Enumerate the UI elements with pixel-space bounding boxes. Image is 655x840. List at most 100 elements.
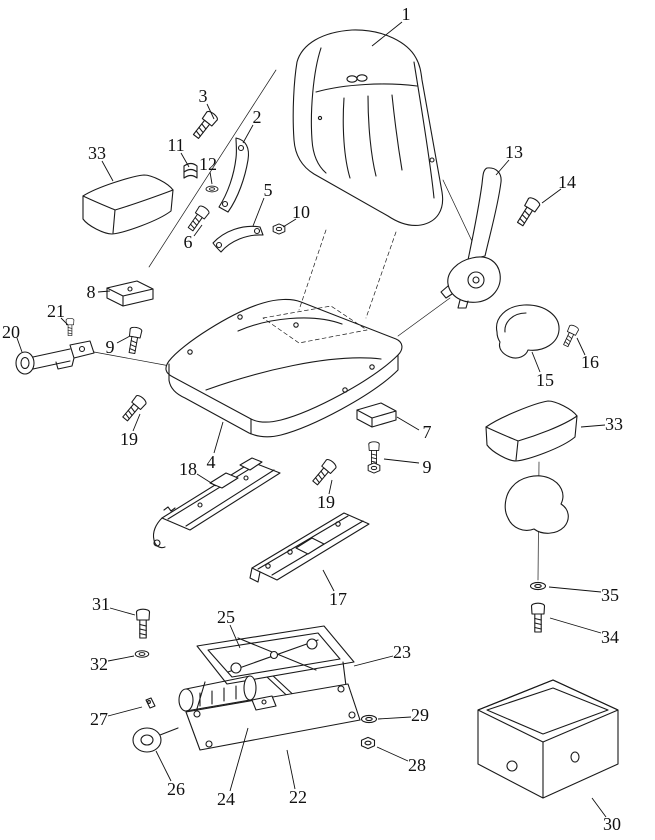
part-rail-18 [152,457,281,549]
callout-9: 9 [106,337,115,357]
callout-31: 31 [92,594,110,614]
nut-9-right [367,462,381,474]
leader-line-31 [109,607,136,616]
part-storage-box [477,679,619,799]
leader-line-20 [16,337,23,353]
callout-23: 23 [393,642,411,662]
leader-line-32 [107,655,135,662]
part-armrest-right [485,400,578,462]
leader-line-14 [541,188,562,204]
leader-line-3 [206,103,215,120]
part-lever-20 [15,340,95,375]
callout-13: 13 [505,142,523,162]
part-bracket-7 [356,402,397,428]
part-lever-knob [496,304,560,359]
part-spring [183,162,198,179]
callout-12: 12 [199,154,217,174]
leader-line-19 [328,479,333,495]
leader-line-33 [101,160,114,182]
leader-line-8 [97,290,111,293]
leader-line-12 [209,171,213,185]
bolt-34 [530,602,546,633]
bolt-19-left [119,393,148,424]
part-strap-lower [212,225,264,253]
leader-line-23 [353,655,394,667]
nut-10 [272,223,286,235]
leader-line-1 [371,21,403,47]
leader-line-19 [132,413,141,432]
leader-line-28 [376,746,409,762]
part-strap-upper [218,137,250,213]
callout-15: 15 [536,370,554,390]
washer-35 [529,581,547,591]
part-knob-26 [132,727,179,753]
callout-18: 18 [179,459,197,479]
callout-19: 19 [317,492,335,512]
callout-2: 2 [253,107,262,127]
callout-32: 32 [90,654,108,674]
bolt-9-left [125,326,143,355]
leader-line-7 [396,416,420,431]
leader-line-29 [377,716,412,720]
leader-line-9 [116,335,131,344]
callout-4: 4 [207,452,216,472]
bolt-6 [185,204,211,234]
leader-line-10 [282,218,297,228]
leader-line-21 [60,317,69,326]
leader-line-18 [196,473,217,487]
callout-5: 5 [264,180,273,200]
washer-32 [134,650,150,658]
callout-8: 8 [87,282,96,302]
callout-34: 34 [601,627,619,647]
part-rail-17 [249,512,370,583]
part-armrest-left [82,174,174,235]
callout-10: 10 [292,202,310,222]
callout-29: 29 [411,705,429,725]
callout-3: 3 [199,86,208,106]
callout-35: 35 [601,585,619,605]
bolt-3 [190,109,220,142]
callout-22: 22 [289,787,307,807]
part-bracket-8 [106,280,154,307]
callout-1: 1 [402,4,411,24]
line-art [15,29,619,799]
leader-line-30 [591,797,607,818]
bolt-16 [560,323,580,349]
washer-29 [360,714,378,724]
callout-28: 28 [408,755,426,775]
bolt-14 [514,195,542,229]
bolt-21 [65,317,75,336]
leader-line-33 [580,424,606,428]
callout-9: 9 [423,457,432,477]
part-pin-27 [145,697,156,709]
callout-27: 27 [90,709,108,729]
callout-7: 7 [423,422,432,442]
callout-21: 21 [47,301,65,321]
leader-line-13 [495,159,510,176]
leader-line-4 [213,421,224,454]
callout-24: 24 [217,789,235,809]
callout-16: 16 [581,352,599,372]
callout-6: 6 [184,232,193,252]
leader-line-22 [286,749,296,790]
part-seat-cushion [165,229,403,438]
bolt-19-right [309,457,338,488]
part-recliner-lever [440,167,502,309]
callout-11: 11 [167,135,184,155]
callout-25: 25 [217,607,235,627]
leader-line-26 [155,750,172,782]
callout-33: 33 [88,143,106,163]
leader-line-11 [180,152,190,168]
leader-line-2 [242,124,254,144]
part-seat-back [292,29,444,226]
leader-line-24 [229,727,249,792]
washer-12 [205,185,219,193]
leader-line-6 [193,224,203,237]
leader-line-34 [549,617,602,634]
part-armrest-pad [504,475,569,534]
leader-line-17 [322,569,335,592]
callout-33: 33 [605,414,623,434]
callout-26: 26 [167,779,185,799]
